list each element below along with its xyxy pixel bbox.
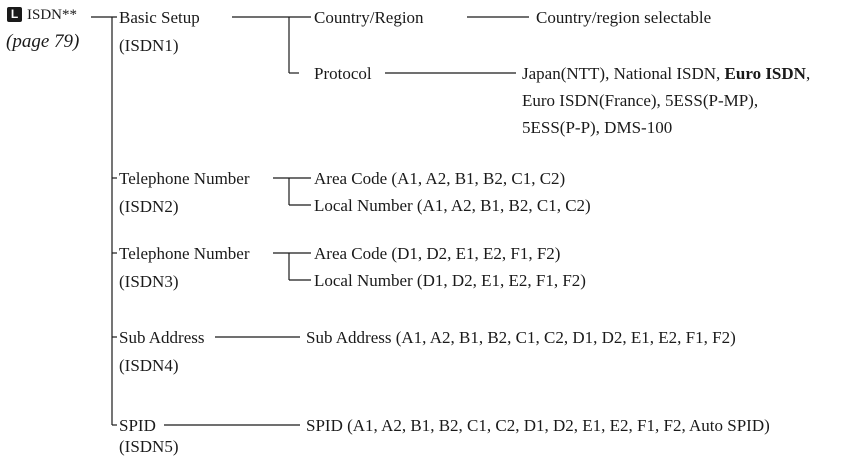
- telephone-number-isdn3-label: Telephone Number: [119, 244, 250, 263]
- telephone-number-isdn2-label: Telephone Number: [119, 169, 250, 188]
- basic-setup-code: (ISDN1): [119, 36, 179, 55]
- spid-value: SPID (A1, A2, B1, B2, C1, C2, D1, D2, E1…: [306, 416, 770, 435]
- area-code-abc-label: Area Code (A1, A2, B1, B2, C1, C2): [314, 169, 566, 188]
- protocol-default-option: Euro ISDN: [724, 64, 806, 83]
- basic-setup-label: Basic Setup: [119, 8, 200, 27]
- country-region-label: Country/Region: [314, 8, 424, 27]
- protocol-options-line-3: 5ESS(P-P), DMS-100: [522, 118, 673, 137]
- protocol-options-text: Japan(NTT), National ISDN,: [522, 64, 725, 83]
- protocol-label: Protocol: [314, 64, 372, 83]
- spid-group-code: (ISDN5): [119, 437, 179, 456]
- telephone-number-isdn2-code: (ISDN2): [119, 197, 179, 216]
- local-number-def-label: Local Number (D1, D2, E1, E2, F1, F2): [314, 271, 586, 290]
- isdn-title: ISDN**: [27, 7, 78, 23]
- telephone-number-isdn3-code: (ISDN3): [119, 272, 179, 291]
- spid-group-label: SPID: [119, 416, 156, 435]
- protocol-options-comma: ,: [805, 64, 811, 83]
- protocol-options-line-1: Japan(NTT), National ISDN, Euro ISDN,: [522, 65, 810, 82]
- sub-address-group-code: (ISDN4): [119, 356, 179, 375]
- protocol-options-line-2: Euro ISDN(France), 5ESS(P-MP),: [522, 91, 759, 110]
- sub-address-group-label: Sub Address: [119, 328, 205, 347]
- section-l-icon: L: [7, 7, 22, 22]
- page-reference-link[interactable]: (page 79): [6, 31, 80, 52]
- sub-address-value: Sub Address (A1, A2, B1, B2, C1, C2, D1,…: [306, 328, 736, 347]
- local-number-abc-label: Local Number (A1, A2, B1, B2, C1, C2): [314, 196, 591, 215]
- country-region-value: Country/region selectable: [536, 8, 712, 27]
- area-code-def-label: Area Code (D1, D2, E1, E2, F1, F2): [314, 244, 561, 263]
